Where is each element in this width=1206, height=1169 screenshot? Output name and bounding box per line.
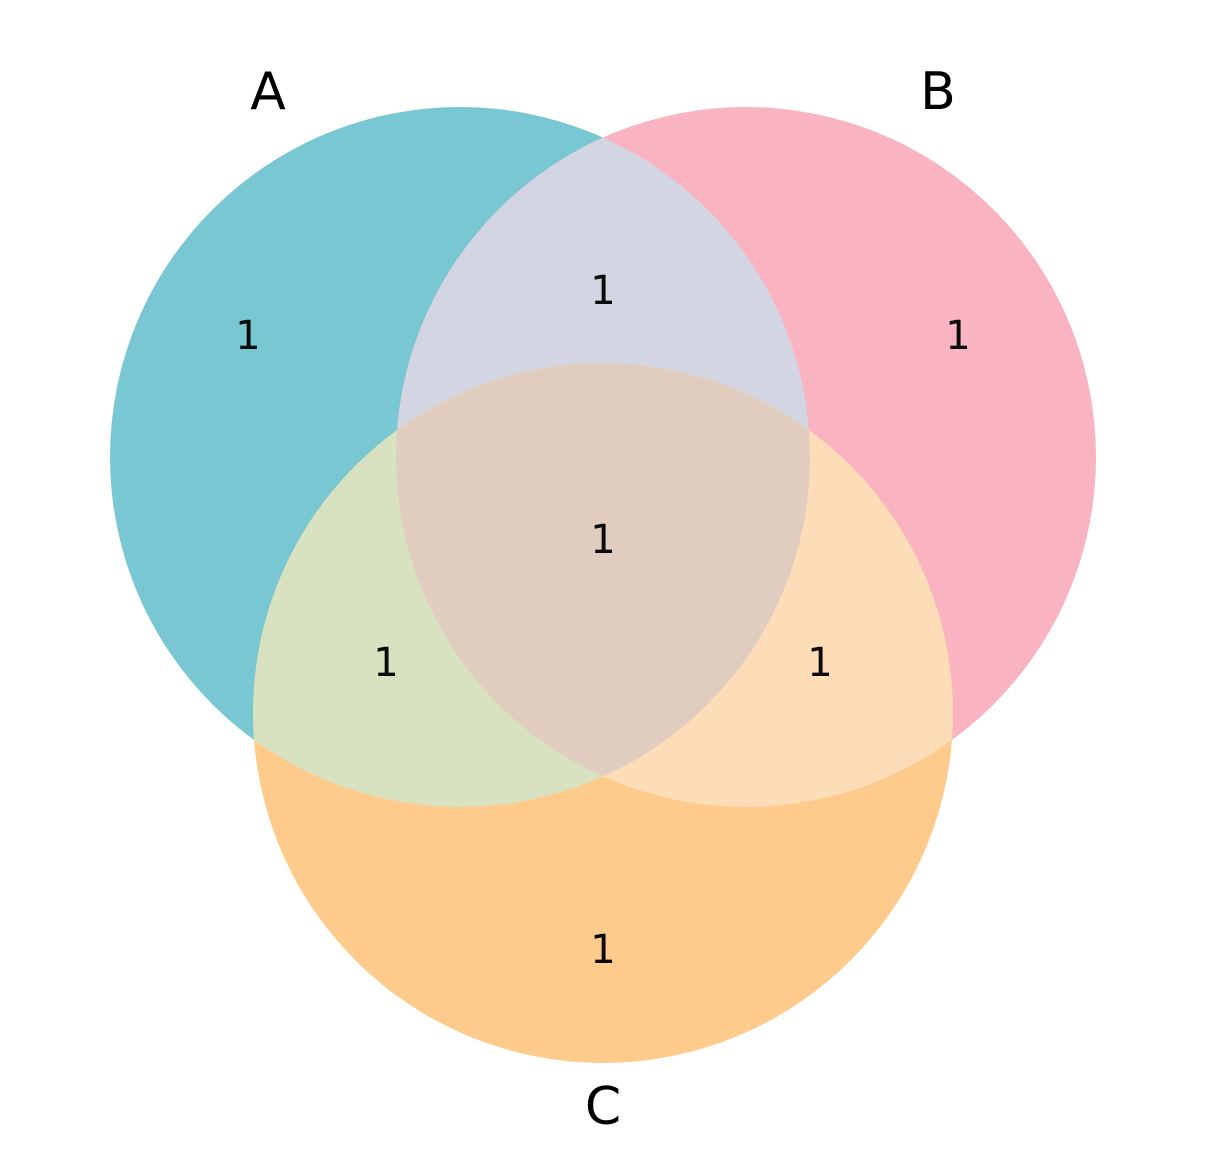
venn-overlap-a-b-c[interactable] — [253, 363, 953, 1063]
venn-set-labels: A B C — [250, 62, 956, 1137]
set-label-a: A — [250, 62, 286, 122]
set-label-c: C — [585, 1077, 621, 1137]
region-label-b-only: 1 — [945, 313, 970, 359]
venn-region-labels: 1 1 1 1 1 1 1 — [235, 268, 970, 973]
region-label-a-only: 1 — [235, 313, 260, 359]
set-label-b: B — [920, 62, 956, 122]
region-label-a-and-b: 1 — [590, 268, 615, 314]
region-label-c-only: 1 — [590, 927, 615, 973]
region-label-a-and-c: 1 — [373, 640, 398, 686]
venn-pairwise-overlaps — [253, 107, 953, 1063]
region-label-a-b-and-c: 1 — [590, 517, 615, 563]
region-label-b-and-c: 1 — [807, 640, 832, 686]
